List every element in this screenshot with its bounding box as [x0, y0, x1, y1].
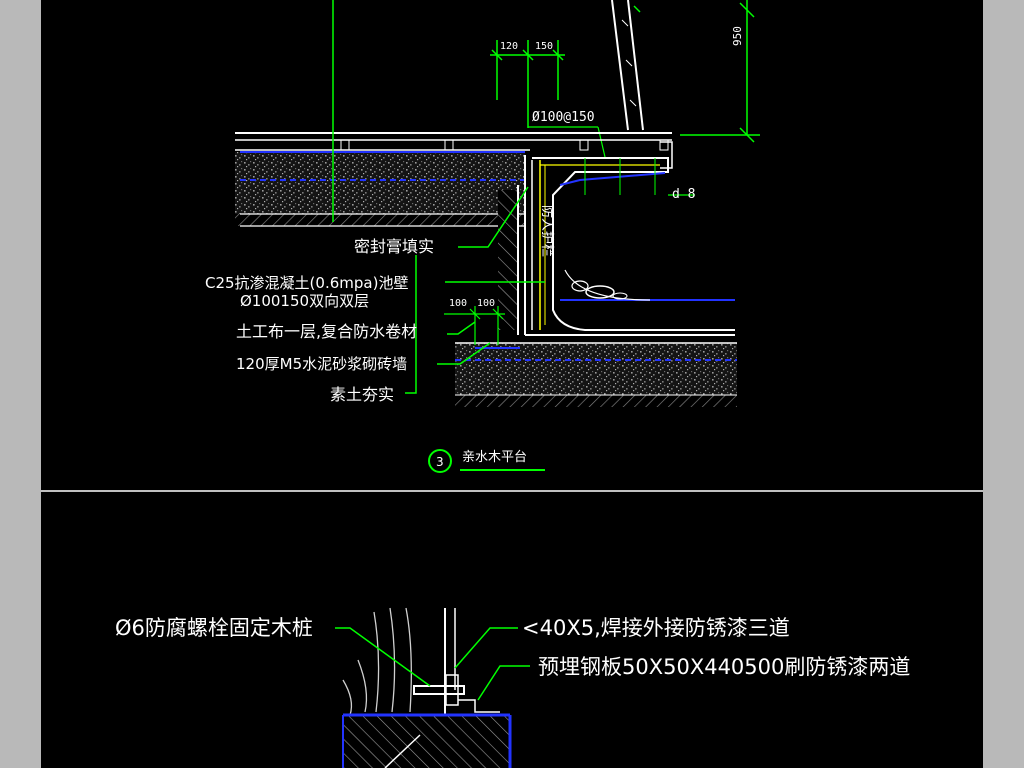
- dimension-100-100: 100 100: [444, 298, 505, 345]
- dim-100a-label: 100: [449, 298, 467, 309]
- pool-floor: [525, 269, 735, 336]
- dim-d8-label: d 8: [672, 187, 695, 202]
- callout-concrete-wall: C25抗渗混凝土(0.6mpa)池壁: [205, 274, 408, 292]
- rebar-spec-label: Ø100@150: [532, 110, 595, 125]
- pool-coping: d 8: [532, 157, 695, 300]
- railing-post: [611, 0, 644, 131]
- dim-100b-label: 100: [477, 298, 495, 309]
- callout-sealant: 密封膏填实: [354, 237, 434, 256]
- ground-fill-left: [235, 152, 525, 214]
- callout-embedded-plate: 预埋钢板50X50X440500刷防锈漆两道: [538, 655, 910, 679]
- upper-callouts: 密封膏填实 C25抗渗混凝土(0.6mpa)池壁 Ø100150双向双层 土工布…: [205, 237, 434, 404]
- anchor-bolt: [413, 685, 465, 695]
- dim-120-label: 120: [500, 41, 518, 52]
- callout-leaders: [405, 186, 545, 394]
- dim-150-label: 150: [535, 41, 553, 52]
- callout-anchor-bolt: Ø6防腐螺栓固定木桩: [115, 616, 313, 640]
- section-number: 3: [436, 455, 444, 469]
- callout-rebar: Ø100150双向双层: [240, 292, 369, 310]
- upper-section-detail: 950 120 150 Ø100@150: [205, 0, 760, 473]
- railing-vertical-label: 防人护栏: [539, 205, 555, 257]
- foundation-block: [343, 715, 510, 768]
- dim-950-label: 950: [731, 26, 744, 46]
- lower-leaders: [335, 627, 530, 701]
- section-title: 3 亲水木平台: [428, 449, 545, 473]
- callout-compacted-soil: 素土夯实: [330, 385, 394, 404]
- deck-boards: [235, 132, 673, 169]
- section-title-text: 亲水木平台: [462, 450, 527, 465]
- callout-angle-steel: <40X5,焊接外接防锈漆三道: [522, 616, 790, 640]
- lower-section-detail: Ø6防腐螺栓固定木桩 <40X5,焊接外接防锈漆三道 预埋钢板50X50X440…: [115, 607, 910, 768]
- dimension-950: 950: [680, 0, 760, 143]
- callout-membrane: 土工布一层,复合防水卷材: [236, 322, 417, 341]
- ground-fill-bottom: [455, 343, 737, 395]
- callout-brick-wall: 120厚M5水泥砂浆砌砖墙: [236, 355, 407, 373]
